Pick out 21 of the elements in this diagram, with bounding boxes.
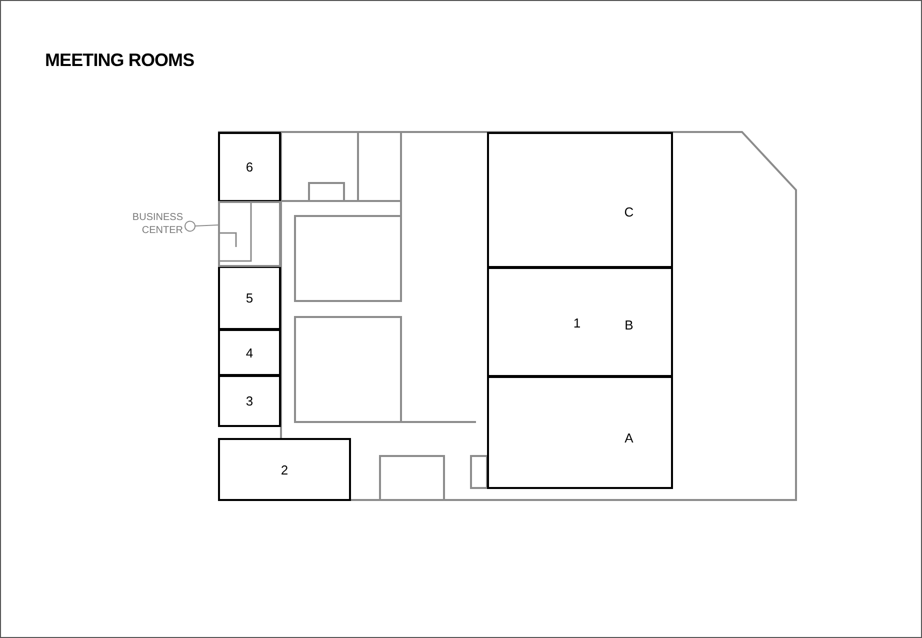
room-outline xyxy=(218,132,281,202)
room-outline xyxy=(218,438,351,501)
room-number: 4 xyxy=(246,346,254,359)
room-outline xyxy=(487,267,673,377)
room-outline xyxy=(218,375,281,427)
room-number: 2 xyxy=(280,463,288,476)
room-outline xyxy=(218,266,281,330)
room-number: 3 xyxy=(246,394,254,408)
room-number: C xyxy=(624,206,634,218)
room-number: 1 xyxy=(573,316,581,330)
room-number: B xyxy=(624,318,634,332)
room-number: A xyxy=(624,432,634,444)
title: MEETING ROOMS xyxy=(45,49,194,72)
room-number: 6 xyxy=(246,160,254,174)
leader-line xyxy=(184,220,218,232)
room-outline xyxy=(487,376,673,489)
callout-text: BUSINESS CENTER xyxy=(131,211,183,238)
room-number: 5 xyxy=(246,292,254,304)
room-outline xyxy=(487,132,673,268)
room-outline xyxy=(218,201,281,267)
room-outline xyxy=(218,329,281,376)
